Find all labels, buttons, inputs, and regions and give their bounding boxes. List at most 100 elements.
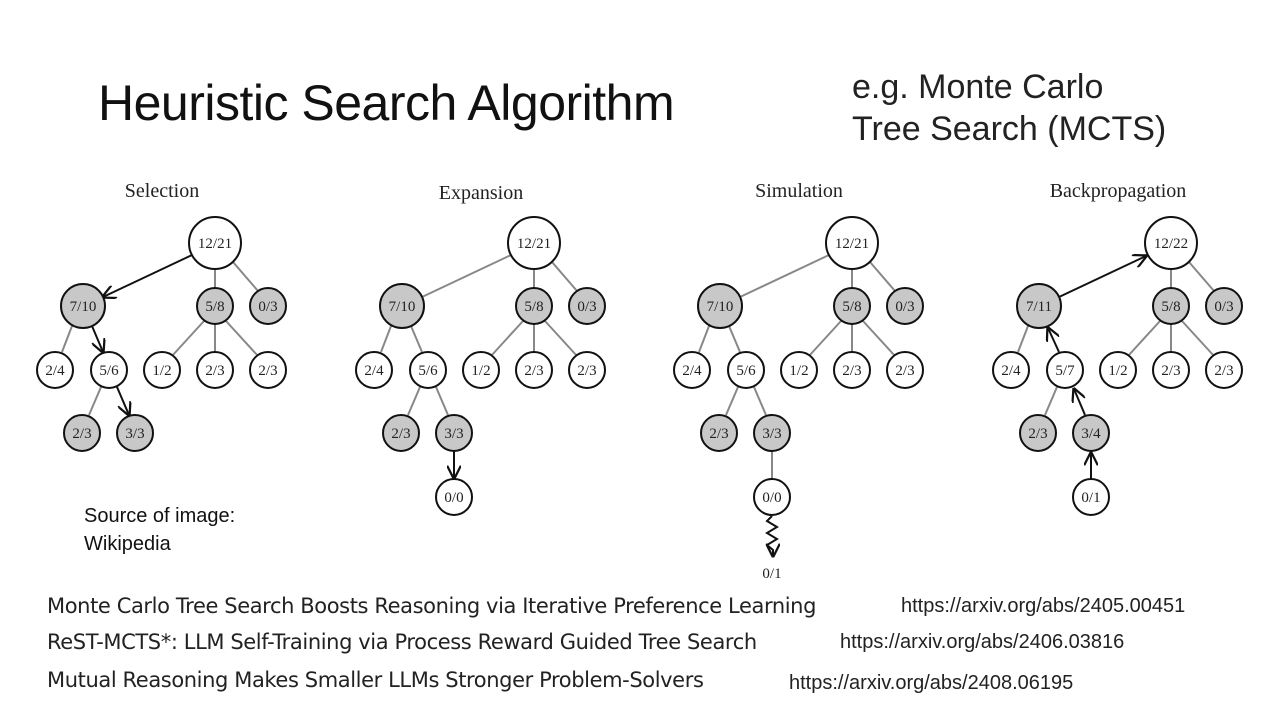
reference-link[interactable]: https://arxiv.org/abs/2406.03816 xyxy=(840,631,1125,653)
edge-active xyxy=(1058,256,1146,298)
edge xyxy=(1127,320,1161,357)
svg-text:7/10: 7/10 xyxy=(70,299,97,315)
edge xyxy=(1188,261,1215,292)
edge xyxy=(753,386,767,416)
edge xyxy=(88,386,102,416)
svg-text:2/4: 2/4 xyxy=(45,363,65,379)
svg-text:5/8: 5/8 xyxy=(842,299,861,315)
svg-text:2/3: 2/3 xyxy=(205,363,224,379)
panel-title: Selection xyxy=(125,180,199,202)
simulation-result: 0/1 xyxy=(762,566,781,582)
svg-text:12/21: 12/21 xyxy=(835,236,869,252)
edge xyxy=(490,320,524,357)
svg-text:5/6: 5/6 xyxy=(736,363,756,379)
node-shaded: 0/3 xyxy=(249,287,287,325)
svg-text:0/3: 0/3 xyxy=(577,299,596,315)
node-open: 5/7 xyxy=(1046,351,1084,389)
svg-text:3/4: 3/4 xyxy=(1081,426,1101,442)
node-open: 1/2 xyxy=(1099,351,1137,389)
svg-text:3/3: 3/3 xyxy=(125,426,144,442)
svg-text:12/22: 12/22 xyxy=(1154,236,1188,252)
edge-active xyxy=(1074,389,1086,416)
svg-text:1/2: 1/2 xyxy=(1108,363,1127,379)
reference-title: ReST-MCTS*: LLM Self-Training via Proces… xyxy=(47,630,757,654)
reference-title: Monte Carlo Tree Search Boosts Reasoning… xyxy=(47,594,817,618)
edge xyxy=(225,320,259,357)
subtitle-line-1: e.g. Monte Carlo xyxy=(852,68,1104,106)
node-shaded: 7/10 xyxy=(379,283,425,329)
svg-text:5/6: 5/6 xyxy=(99,363,119,379)
node-open: 1/2 xyxy=(780,351,818,389)
node-new: 0/1 xyxy=(1072,478,1110,516)
svg-text:2/3: 2/3 xyxy=(1028,426,1047,442)
node-open: 2/4 xyxy=(36,351,74,389)
reference-link[interactable]: https://arxiv.org/abs/2405.00451 xyxy=(901,595,1186,617)
node-root: 12/21 xyxy=(507,216,561,270)
node-root: 12/21 xyxy=(188,216,242,270)
edge-active xyxy=(116,386,129,415)
node-shaded: 7/11 xyxy=(1016,283,1062,329)
svg-text:5/8: 5/8 xyxy=(1161,299,1180,315)
edge xyxy=(171,320,205,357)
svg-text:7/11: 7/11 xyxy=(1026,299,1052,315)
svg-text:5/6: 5/6 xyxy=(418,363,438,379)
edge xyxy=(61,325,73,353)
edge xyxy=(435,386,449,416)
node-shaded: 3/3 xyxy=(435,414,473,452)
node-shaded: 0/3 xyxy=(886,287,924,325)
node-new: 0/0 xyxy=(435,478,473,516)
node-shaded: 7/10 xyxy=(60,283,106,329)
node-shaded: 0/3 xyxy=(1205,287,1243,325)
slide-title: Heuristic Search Algorithm xyxy=(98,75,675,131)
edge xyxy=(725,386,739,416)
node-open: 2/4 xyxy=(673,351,711,389)
node-shaded: 2/3 xyxy=(1019,414,1057,452)
svg-text:12/21: 12/21 xyxy=(198,236,232,252)
svg-text:7/10: 7/10 xyxy=(389,299,416,315)
source-label: Source of image: xyxy=(84,505,236,527)
edge xyxy=(808,320,842,357)
node-open: 2/4 xyxy=(355,351,393,389)
svg-text:5/8: 5/8 xyxy=(524,299,543,315)
svg-text:0/3: 0/3 xyxy=(258,299,277,315)
svg-text:1/2: 1/2 xyxy=(152,363,171,379)
svg-text:1/2: 1/2 xyxy=(471,363,490,379)
reference-title: Mutual Reasoning Makes Smaller LLMs Stro… xyxy=(47,668,704,692)
node-open: 2/3 xyxy=(515,351,553,389)
panel-backpropagation: Backpropagation 12/22 7/11 5/8 0/3 2/4 5… xyxy=(992,180,1243,516)
edge xyxy=(380,325,392,353)
node-shaded: 0/3 xyxy=(568,287,606,325)
svg-text:2/4: 2/4 xyxy=(1001,363,1021,379)
node-shaded: 5/8 xyxy=(196,287,234,325)
node-shaded: 7/10 xyxy=(697,283,743,329)
edge xyxy=(869,261,896,292)
node-open: 5/6 xyxy=(90,351,128,389)
panel-expansion: Expansion 12/21 7/10 5/8 0/3 2/4 5/6 1/2… xyxy=(355,182,606,516)
slide-subtitle: e.g. Monte Carlo Tree Search (MCTS) xyxy=(852,66,1166,150)
svg-text:2/3: 2/3 xyxy=(709,426,728,442)
svg-text:2/3: 2/3 xyxy=(842,363,861,379)
svg-text:2/3: 2/3 xyxy=(391,426,410,442)
reference-link[interactable]: https://arxiv.org/abs/2408.06195 xyxy=(789,672,1074,694)
svg-text:3/3: 3/3 xyxy=(762,426,781,442)
node-shaded: 5/8 xyxy=(515,287,553,325)
edge xyxy=(862,320,896,357)
svg-text:2/3: 2/3 xyxy=(1214,363,1233,379)
svg-text:2/3: 2/3 xyxy=(258,363,277,379)
edge-active xyxy=(1048,328,1060,353)
node-new: 0/0 xyxy=(753,478,791,516)
source-value: Wikipedia xyxy=(84,533,171,555)
svg-text:1/2: 1/2 xyxy=(789,363,808,379)
edge xyxy=(544,320,578,357)
svg-text:2/4: 2/4 xyxy=(682,363,702,379)
node-shaded: 5/8 xyxy=(1152,287,1190,325)
svg-text:2/3: 2/3 xyxy=(1161,363,1180,379)
node-shaded: 2/3 xyxy=(382,414,420,452)
svg-text:2/3: 2/3 xyxy=(72,426,91,442)
svg-text:12/21: 12/21 xyxy=(517,236,551,252)
subtitle-line-2: Tree Search (MCTS) xyxy=(852,110,1167,148)
node-open: 2/3 xyxy=(196,351,234,389)
edge xyxy=(407,386,421,416)
svg-text:0/3: 0/3 xyxy=(895,299,914,315)
node-open: 2/3 xyxy=(1205,351,1243,389)
